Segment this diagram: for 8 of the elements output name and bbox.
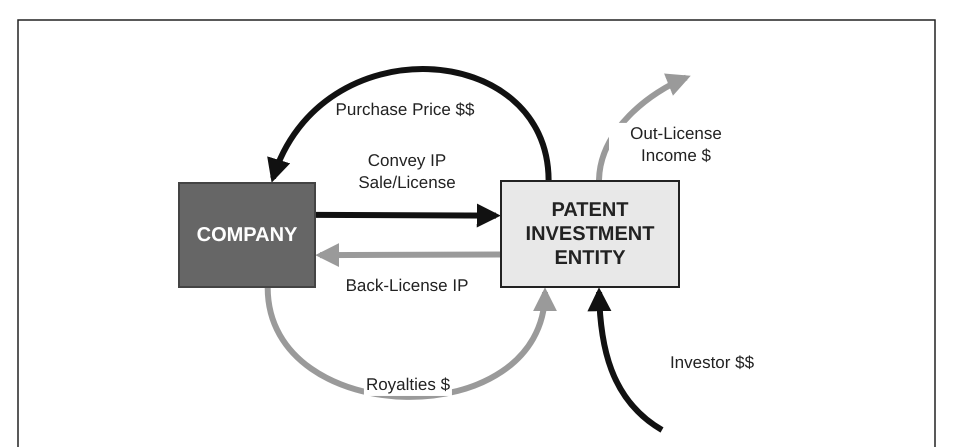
- process-box: PATENT INVESTMENT ENTITY: [500, 180, 680, 288]
- arrow: [315, 243, 500, 268]
- arrow: [316, 204, 501, 228]
- process-box: COMPANY: [178, 182, 316, 288]
- arrow: [588, 287, 664, 432]
- arrow: [270, 66, 552, 183]
- arrow: [596, 74, 691, 180]
- arrow: [264, 287, 554, 400]
